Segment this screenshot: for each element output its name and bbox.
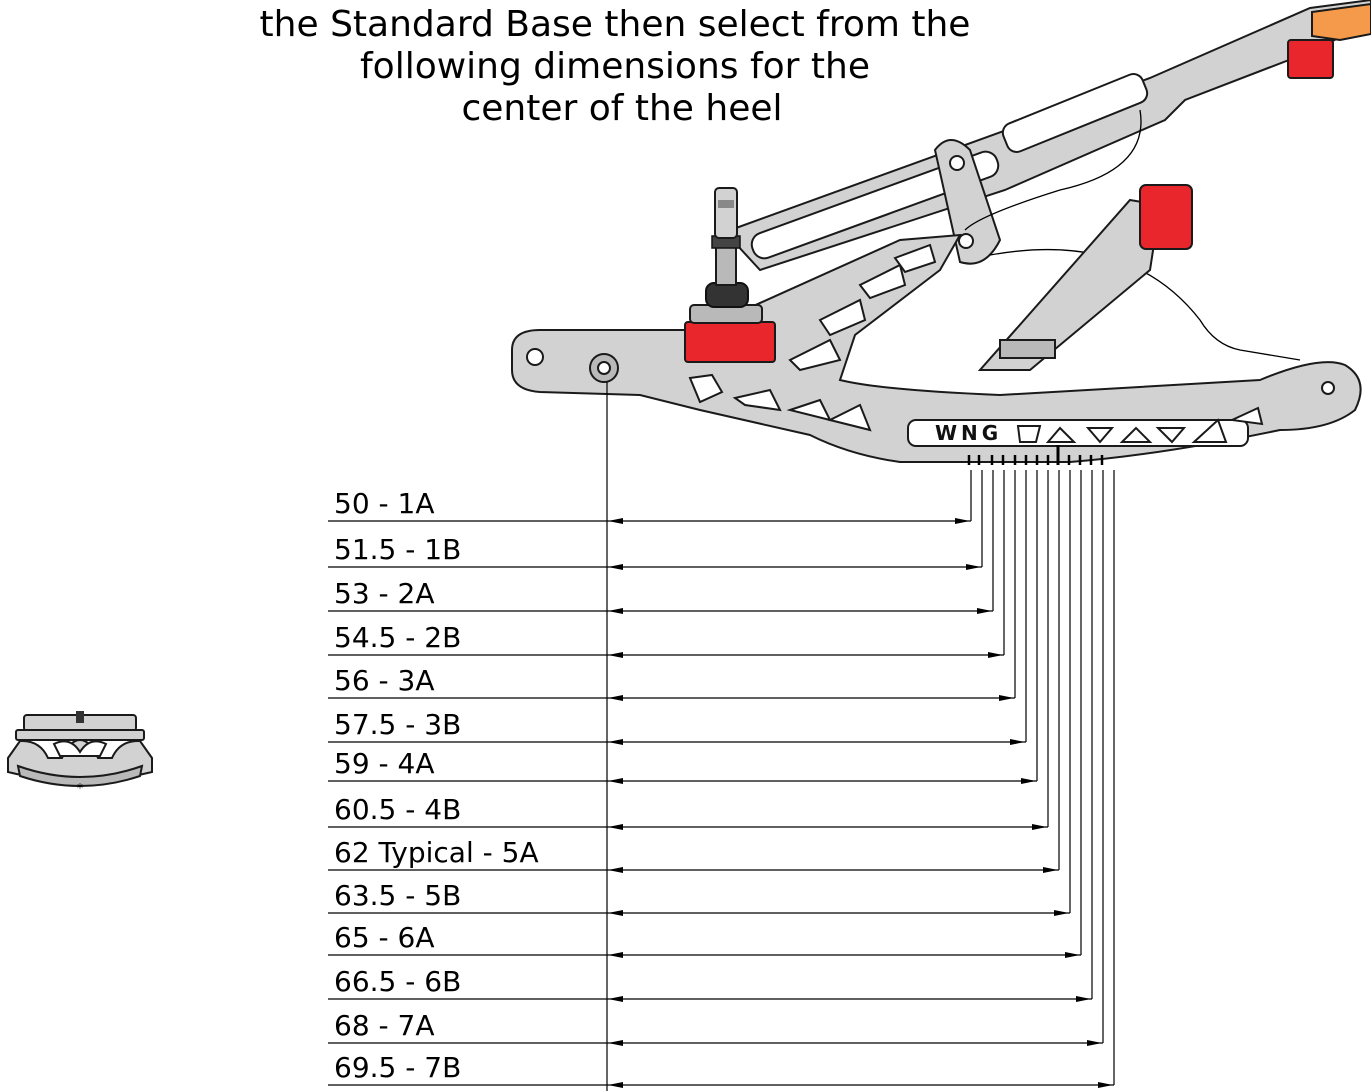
dimension-arrow-left: [608, 564, 623, 570]
dimension-arrow-left: [608, 652, 623, 658]
instruction-line-1: the Standard Base then select from the: [260, 4, 971, 45]
dimension-row: 66.5 - 6B: [328, 470, 1093, 1002]
dimension-arrow-right: [1087, 1040, 1102, 1046]
dimension-list: 50 - 1A 51.5 - 1B 53 - 2A 54.5 - 2B 56 - 3A 5…: [328, 470, 1115, 1088]
dimension-row: 57.5 - 3B: [328, 470, 1027, 745]
dimension-label: 68 - 7A: [334, 1009, 435, 1042]
dimension-arrow-right: [1043, 867, 1058, 873]
dimension-label: 54.5 - 2B: [334, 621, 461, 654]
dimension-arrow-right: [1054, 910, 1069, 916]
dimension-label: 59 - 4A: [334, 747, 435, 780]
dimension-row: 63.5 - 5B: [328, 470, 1071, 916]
dimension-arrow-right: [1010, 739, 1025, 745]
dimension-row: 56 - 3A: [328, 470, 1016, 701]
dimension-arrow-left: [608, 1040, 623, 1046]
dimension-arrow-right: [966, 564, 981, 570]
dimension-arrow-left: [608, 695, 623, 701]
dimension-row: 69.5 - 7B: [328, 470, 1115, 1088]
dimension-label: 53 - 2A: [334, 577, 435, 610]
instruction-line-3: center of the heel: [461, 88, 782, 129]
dimension-label: 51.5 - 1B: [334, 533, 461, 566]
dimension-label: 65 - 6A: [334, 921, 435, 954]
dimension-arrow-right: [955, 518, 970, 524]
dimension-row: 50 - 1A: [328, 470, 972, 524]
svg-text:*: *: [77, 781, 83, 795]
dimension-row: 51.5 - 1B: [328, 470, 983, 570]
dimension-arrow-right: [1032, 824, 1047, 830]
dimension-row: 68 - 7A: [328, 470, 1104, 1046]
dimension-label: 66.5 - 6B: [334, 965, 461, 998]
dimension-arrow-left: [608, 996, 623, 1002]
dimension-arrow-left: [608, 739, 623, 745]
dimension-arrow-left: [608, 824, 623, 830]
dimension-arrow-right: [1065, 952, 1080, 958]
dimension-arrow-left: [608, 778, 623, 784]
dimension-arrow-right: [1021, 778, 1036, 784]
dimension-arrow-right: [1076, 996, 1091, 1002]
dimension-arrow-left: [608, 1082, 623, 1088]
dimension-arrow-right: [988, 652, 1003, 658]
side-view-thumbnail: *: [7, 711, 153, 795]
dimension-row: 59 - 4A: [328, 470, 1038, 784]
dimension-label: 60.5 - 4B: [334, 793, 461, 826]
dimension-label: 56 - 3A: [334, 664, 435, 697]
dimension-arrow-right: [977, 608, 992, 614]
instruction-line-2: following dimensions for the: [360, 46, 870, 87]
dimension-arrow-left: [608, 910, 623, 916]
dimension-label: 63.5 - 5B: [334, 879, 461, 912]
dimension-row: 53 - 2A: [328, 470, 994, 614]
dimension-row: 62 Typical - 5A: [328, 470, 1060, 873]
dimension-arrow-left: [608, 608, 623, 614]
dimension-row: 54.5 - 2B: [328, 470, 1005, 658]
dimension-arrow-right: [1098, 1082, 1113, 1088]
dimension-row: 65 - 6A: [328, 470, 1082, 958]
dimension-label: 62 Typical - 5A: [334, 836, 539, 869]
dimension-label: 57.5 - 3B: [334, 708, 461, 741]
dimension-arrow-left: [608, 518, 623, 524]
size-tick-marks: [967, 445, 1104, 465]
dimension-arrow-left: [608, 867, 623, 873]
dimension-arrow-right: [999, 695, 1014, 701]
dimension-row: 60.5 - 4B: [328, 470, 1049, 830]
instruction-text: the Standard Base then select from the f…: [260, 4, 971, 129]
dimension-label: 69.5 - 7B: [334, 1051, 461, 1084]
dimension-arrow-left: [608, 952, 623, 958]
binding-side-view: WNG: [511, 0, 1371, 465]
brand-logo-text: WNG: [935, 421, 1002, 445]
dimension-label: 50 - 1A: [334, 487, 435, 520]
